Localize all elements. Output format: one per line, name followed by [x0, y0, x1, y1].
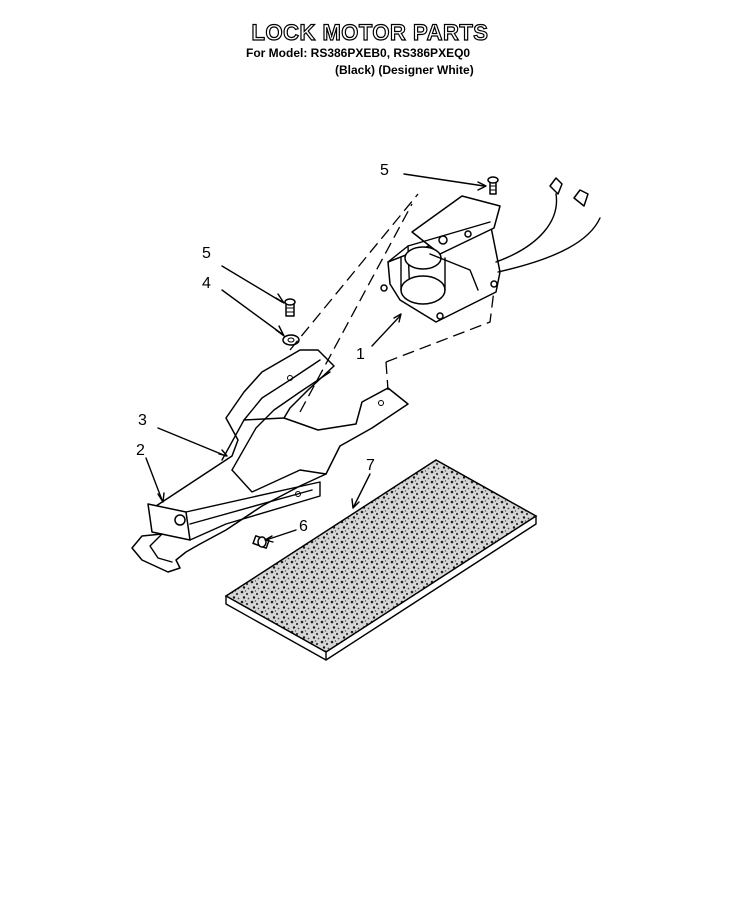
- callout-7: 7: [366, 457, 375, 474]
- variant-line: (Black) (Designer White): [335, 63, 474, 77]
- callout-3: 3: [138, 412, 147, 429]
- leader-lines: [145, 173, 487, 543]
- callout-1: 1: [356, 346, 365, 363]
- callout-5-left: 5: [202, 245, 211, 262]
- lock-motor: [380, 177, 601, 323]
- screw-bottom: [252, 535, 270, 549]
- screw-top: [487, 176, 499, 195]
- page-title: LOCK MOTOR PARTS: [251, 19, 489, 45]
- insulation-pad: [224, 459, 538, 661]
- callout-2: 2: [136, 442, 145, 459]
- callout-6: 6: [299, 518, 308, 535]
- screw-left: [284, 298, 296, 317]
- lock-arm-assembly: [131, 349, 409, 573]
- model-line: For Model: RS386PXEB0, RS386PXEQ0: [246, 46, 471, 60]
- callout-4: 4: [202, 275, 211, 292]
- callout-5-top: 5: [380, 162, 389, 179]
- washer: [282, 334, 300, 346]
